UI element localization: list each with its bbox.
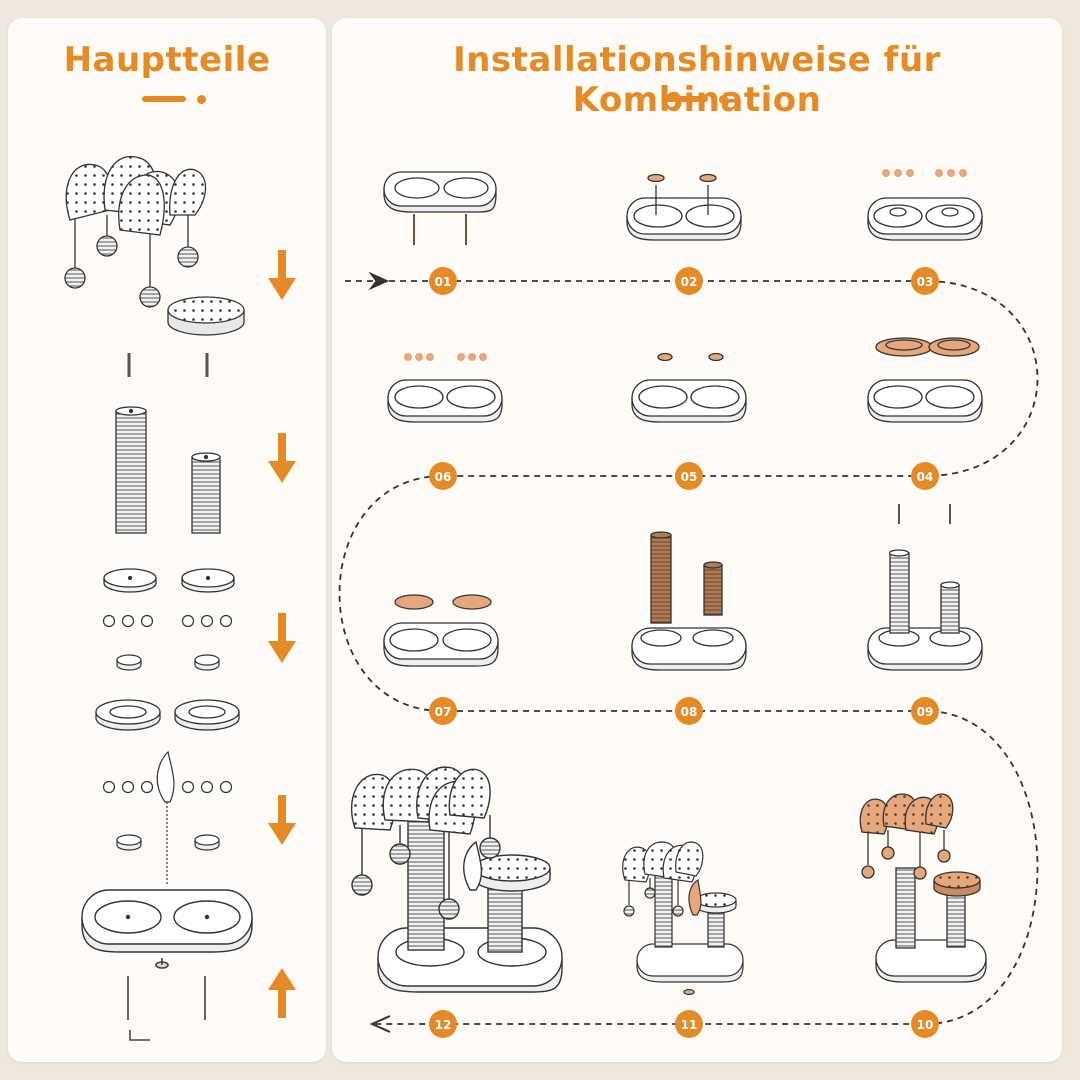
step-number: 01 [435, 275, 452, 289]
step-05-illustration [631, 352, 747, 423]
step-03-illustration [867, 169, 983, 241]
parts-scratching-posts [115, 406, 221, 534]
parts-track-covers [103, 568, 235, 593]
installation-title: Installationshinweise für Kombination [453, 40, 941, 120]
step-07-illustration [383, 594, 499, 667]
parts-bolts-and-key [127, 958, 206, 1041]
parts-small-spacers [116, 654, 220, 671]
step-flow-path [338, 280, 1039, 1025]
arrow-down-icon [268, 250, 296, 300]
step-11-illustration [622, 841, 744, 996]
step-09-illustration [867, 549, 983, 671]
parts-track-rings [95, 699, 240, 731]
step-number: 04 [917, 470, 934, 484]
step-01-illustration [383, 171, 497, 245]
step-badge: 03 [911, 267, 939, 295]
step-badge: 05 [675, 462, 703, 490]
arrow-down-icon [268, 433, 296, 483]
parts-track-balls [102, 614, 233, 628]
parts-balls-and-feather [102, 750, 233, 885]
step-12-illustration [350, 766, 563, 993]
parts-spacers-lower [116, 834, 220, 851]
step-number: 11 [681, 1018, 698, 1032]
step-badge: 04 [911, 462, 939, 490]
arrow-up-icon [268, 968, 296, 1018]
step-badge: 07 [429, 697, 457, 725]
step-number: 12 [435, 1018, 452, 1032]
step-08-illustration [631, 531, 747, 671]
step-number: 09 [917, 705, 934, 719]
step-number: 08 [681, 705, 698, 719]
flow-start-arrow-icon [368, 271, 390, 291]
step-badge: 12 [429, 1010, 457, 1038]
parts-base-plate [81, 889, 253, 953]
step-02-illustration [626, 173, 742, 241]
parts-connector-screws [127, 353, 209, 377]
parts-arrows [268, 250, 296, 1018]
step-10-illustration [859, 793, 987, 983]
step-badge: 06 [429, 462, 457, 490]
step-badge: 09 [911, 697, 939, 725]
step-badge: 10 [911, 1010, 939, 1038]
step-number: 07 [435, 705, 452, 719]
step-number: 05 [681, 470, 698, 484]
step-badge: 02 [675, 267, 703, 295]
step-badge: 11 [675, 1010, 703, 1038]
step-04-illustration [867, 337, 983, 524]
parts-leaf-canopy [64, 155, 207, 308]
step-06-illustration [387, 353, 503, 423]
step-number: 06 [435, 470, 452, 484]
parts-top-pad [167, 296, 245, 336]
step-badge: 08 [675, 697, 703, 725]
arrow-down-icon [268, 613, 296, 663]
arrow-down-icon [268, 795, 296, 845]
main-parts-title: Hauptteile [63, 40, 271, 80]
step-number: 10 [917, 1018, 934, 1032]
flow-end-arrow-icon [369, 1015, 391, 1033]
step-number: 03 [917, 275, 934, 289]
step-number: 02 [681, 275, 698, 289]
step-badge: 01 [429, 267, 457, 295]
